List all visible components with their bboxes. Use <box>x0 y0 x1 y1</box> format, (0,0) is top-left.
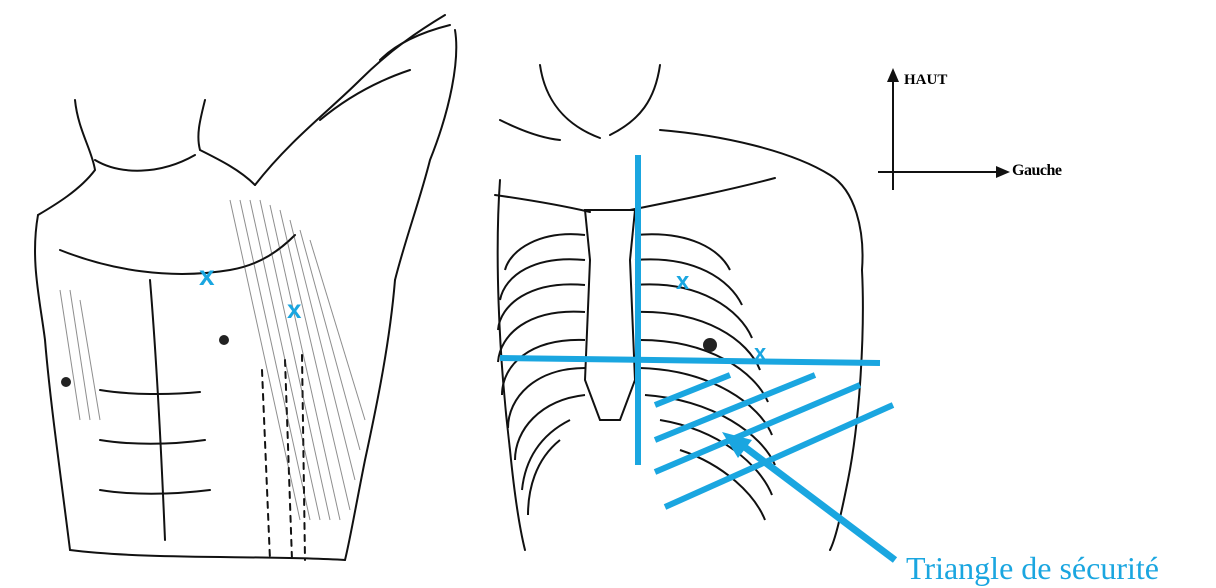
axis-left-label: Gauche <box>1012 162 1061 180</box>
ribs-left <box>498 234 585 515</box>
left-marker-2: x <box>287 296 301 322</box>
left-torso-shading <box>60 200 365 520</box>
right-arrow-icon <box>996 166 1010 178</box>
left-torso-drawing <box>35 15 456 560</box>
left-marker-1: x <box>199 262 215 290</box>
ribcage-outline <box>495 65 863 550</box>
up-arrow-icon <box>887 68 899 82</box>
ribcage-marker-1: x <box>676 270 689 294</box>
ribs-right <box>635 234 775 520</box>
triangle-pointer-arrow <box>722 432 895 560</box>
triangle-label: Triangle de sécurité <box>906 550 1159 587</box>
ribcage-marker-2: x <box>754 342 766 364</box>
left-torso-nipples <box>61 335 229 387</box>
safety-triangle-lines <box>500 155 893 507</box>
axis-up-label: HAUT <box>904 72 947 89</box>
ribcage-nipple <box>703 338 717 352</box>
